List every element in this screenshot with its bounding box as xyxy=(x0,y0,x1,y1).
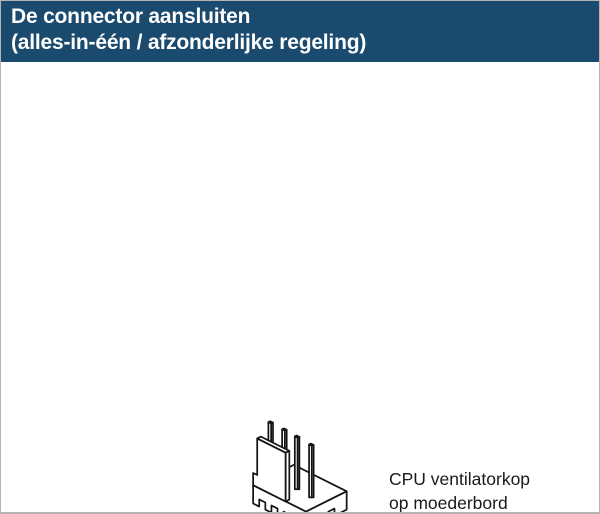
page-title: De connector aansluiten (alles-in-één / … xyxy=(11,4,589,55)
content-area: CPU ventilatorkop op moederbord xyxy=(1,62,599,512)
figure-caption: CPU ventilatorkop op moederbord xyxy=(389,468,531,513)
base-right-face xyxy=(305,490,348,512)
cpu-fan-header-illustration xyxy=(252,420,348,512)
pin-4-edges xyxy=(308,443,315,499)
connector-line-art xyxy=(252,420,348,512)
page-title-line1: De connector aansluiten xyxy=(11,5,251,28)
header-bar: De connector aansluiten (alles-in-één / … xyxy=(1,1,599,62)
page-title-line2: (alles-in-één / afzonderlijke regeling) xyxy=(11,30,367,54)
pin-3-edges xyxy=(293,435,301,491)
wall-right-face xyxy=(284,449,291,503)
figure-caption-line1: CPU ventilatorkop xyxy=(389,469,531,489)
figure-caption-line2: op moederbord xyxy=(389,492,508,513)
